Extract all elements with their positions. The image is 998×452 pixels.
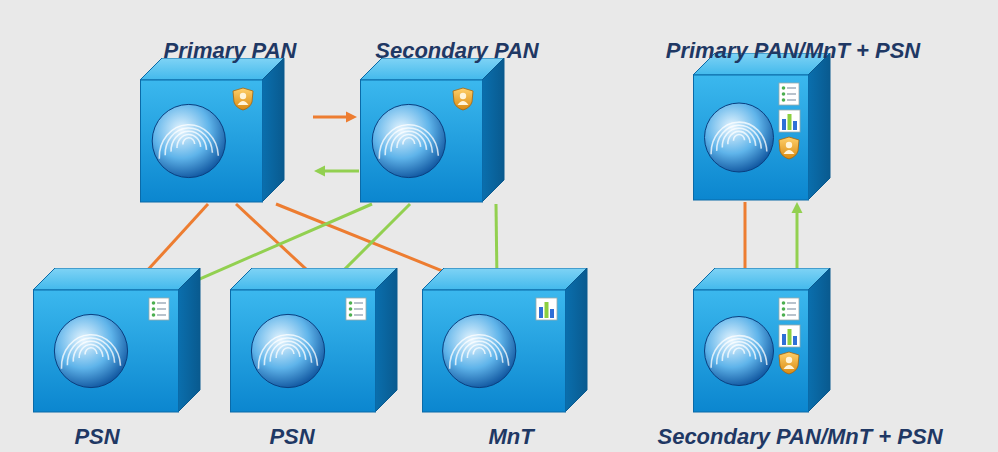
server-node: Primary PAN [140,58,284,202]
node-label: Secondary PAN/MnT + PSN [657,424,942,450]
chart-icon [779,325,800,347]
appliance-cube [693,268,831,413]
list-icon [779,83,799,105]
appliance-cube [422,268,588,413]
list-icon [346,298,366,320]
sync-arrow [313,112,357,123]
node-label: PSN [269,424,314,450]
chart-icon [779,110,800,132]
list-icon [149,298,169,320]
server-node: Secondary PAN [360,58,504,202]
appliance-cube [360,58,505,203]
appliance-cube [230,268,398,413]
badge-icon [233,88,253,110]
node-label: Primary PAN/MnT + PSN [666,38,921,64]
chart-icon [536,298,557,320]
node-label: Primary PAN [164,38,297,64]
node-label: Secondary PAN [375,38,538,64]
node-label: PSN [74,424,119,450]
server-node: MnT [422,268,587,412]
server-node: PSN [230,268,397,412]
sync-arrow [314,166,359,177]
server-node: Secondary PAN/MnT + PSN [693,268,830,412]
server-node: PSN [33,268,200,412]
list-icon [779,298,799,320]
appliance-cube [33,268,201,413]
badge-icon [779,352,799,374]
appliance-cube [693,53,831,201]
server-node: Primary PAN/MnT + PSN [693,53,830,200]
appliance-cube [140,58,285,203]
badge-icon [453,88,473,110]
node-label: MnT [488,424,533,450]
badge-icon [779,137,799,159]
